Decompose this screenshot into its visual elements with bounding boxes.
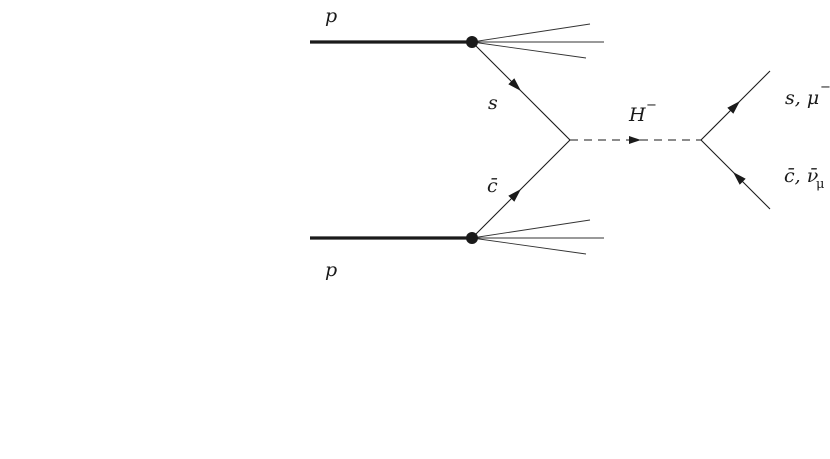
label-quark-cbar: c̄ — [487, 175, 498, 197]
label-proton-bottom: p — [325, 259, 337, 281]
label-higgs: H — [628, 104, 646, 126]
label-higgs-charge: − — [646, 98, 657, 113]
final-upper-arrow-icon — [727, 101, 740, 114]
label-final-lower: c̄, ν̄ — [784, 165, 819, 187]
higgs-arrow-icon — [629, 136, 641, 144]
quark-cbar-arrow-icon — [508, 189, 521, 202]
label-quark-s: s — [488, 92, 498, 114]
label-final-upper-charge: − — [820, 80, 830, 95]
label-final-lower-sub: μ — [816, 177, 824, 192]
label-proton-top: p — [325, 5, 337, 27]
remnant-spray-bottom — [471, 219, 604, 255]
quark-s-arrow-icon — [508, 78, 521, 91]
label-final-upper: s, μ — [785, 87, 819, 109]
final-lower-arrow-icon — [733, 172, 746, 185]
remnant-spray-top — [471, 23, 604, 59]
